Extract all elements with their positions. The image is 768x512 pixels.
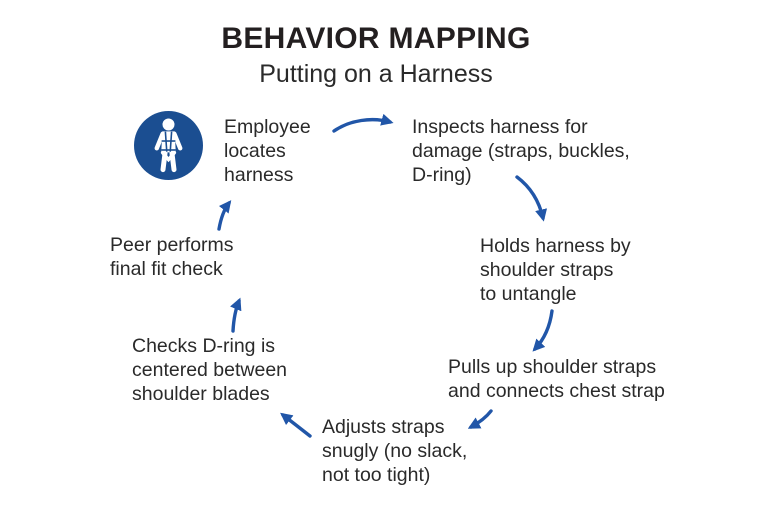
step-checks-d-ring-centered: Checks D-ring is centered between should… bbox=[132, 335, 288, 405]
flow-arrow-7 bbox=[217, 200, 232, 231]
safety-harness-icon bbox=[134, 111, 203, 180]
flow-arrow-4 bbox=[467, 409, 493, 429]
page-subtitle: Putting on a Harness bbox=[259, 60, 493, 88]
flow-arrow-5 bbox=[280, 412, 312, 438]
flow-arrow-1 bbox=[332, 113, 394, 133]
flow-arrow-3 bbox=[532, 309, 554, 352]
diagram-header: BEHAVIOR MAPPING Putting on a Harness bbox=[0, 22, 760, 89]
flow-arrow-6 bbox=[230, 297, 242, 333]
page-title: BEHAVIOR MAPPING bbox=[221, 22, 531, 55]
step-holds-harness-to-untangle: Holds harness by shoulder straps to unta… bbox=[480, 235, 631, 305]
step-pulls-up-straps-connects-chest-strap: Pulls up shoulder straps and connects ch… bbox=[448, 356, 665, 402]
step-adjusts-straps-snugly: Adjusts straps snugly (no slack, not too… bbox=[322, 416, 468, 486]
step-peer-final-fit-check: Peer performs final fit check bbox=[110, 234, 234, 280]
step-inspects-harness-for-damage: Inspects harness for damage (straps, buc… bbox=[412, 116, 630, 186]
step-employee-locates-harness: Employee locates harness bbox=[224, 116, 311, 186]
